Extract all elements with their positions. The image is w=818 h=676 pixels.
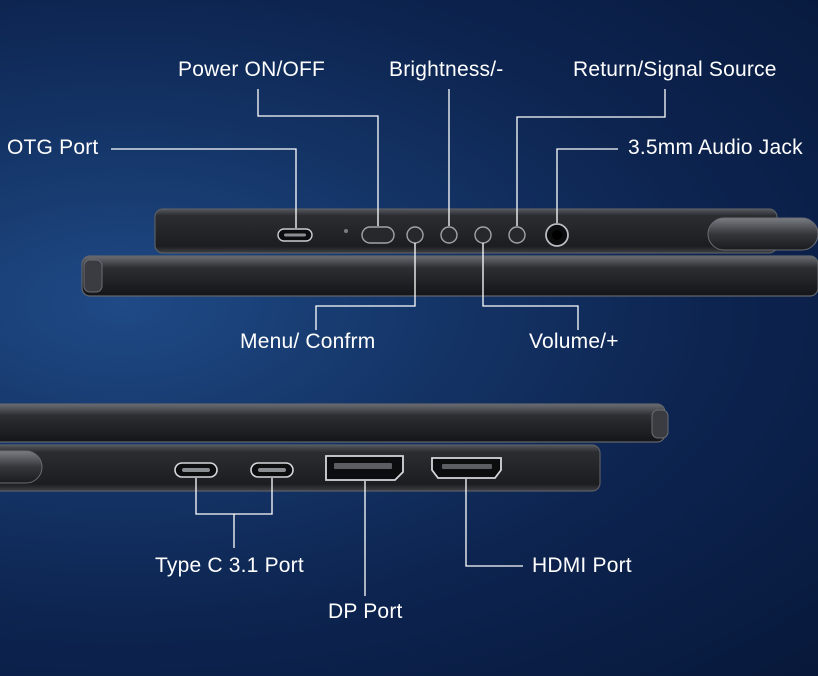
power-leader-line (257, 89, 379, 226)
hdmi-leader-line (465, 479, 523, 567)
top-panel-hinge (83, 259, 103, 293)
otg-label: OTG Port (7, 136, 99, 159)
leader-lines (111, 89, 666, 596)
return-leader-line (516, 89, 666, 226)
bottom-front-panel (0, 403, 666, 443)
otg-port-tongue (284, 233, 306, 237)
power-label: Power ON/OFF (178, 58, 326, 81)
displayport-pins (334, 463, 392, 469)
bottom-housing (0, 444, 601, 492)
top-device (81, 208, 818, 297)
return-signal-label: Return/Signal Source (573, 58, 777, 81)
menu-button-icon (406, 226, 424, 244)
kickstand-icon (707, 217, 818, 251)
menu-label: Menu/ Confrm (240, 330, 376, 353)
led-indicator-icon (344, 229, 348, 233)
kickstand-icon (0, 450, 43, 484)
volume-button-icon (474, 226, 492, 244)
return-button-icon (508, 226, 526, 244)
audio-jack-hole (552, 230, 562, 240)
menu-leader-line (315, 243, 416, 330)
volume-label: Volume/+ (529, 330, 619, 353)
power-button-icon (361, 226, 395, 244)
audio-leader-line (556, 148, 618, 223)
usb-c-port-tongue (258, 468, 286, 472)
dp-label: DP Port (328, 600, 403, 623)
brightness-button-icon (440, 226, 458, 244)
otg-leader-line (111, 148, 297, 228)
hdmi-label: HDMI Port (532, 554, 632, 577)
brightness-label: Brightness/- (389, 58, 504, 81)
bottom-panel-hinge (651, 409, 669, 439)
volume-leader-line (482, 243, 579, 330)
audio-label: 3.5mm Audio Jack (628, 136, 803, 159)
typec-label: Type C 3.1 Port (155, 554, 304, 577)
usb-c-port-tongue (182, 468, 210, 472)
top-housing (154, 208, 778, 254)
hdmi-port-pins (442, 464, 492, 469)
top-front-panel (81, 255, 818, 297)
bottom-device (0, 403, 669, 492)
